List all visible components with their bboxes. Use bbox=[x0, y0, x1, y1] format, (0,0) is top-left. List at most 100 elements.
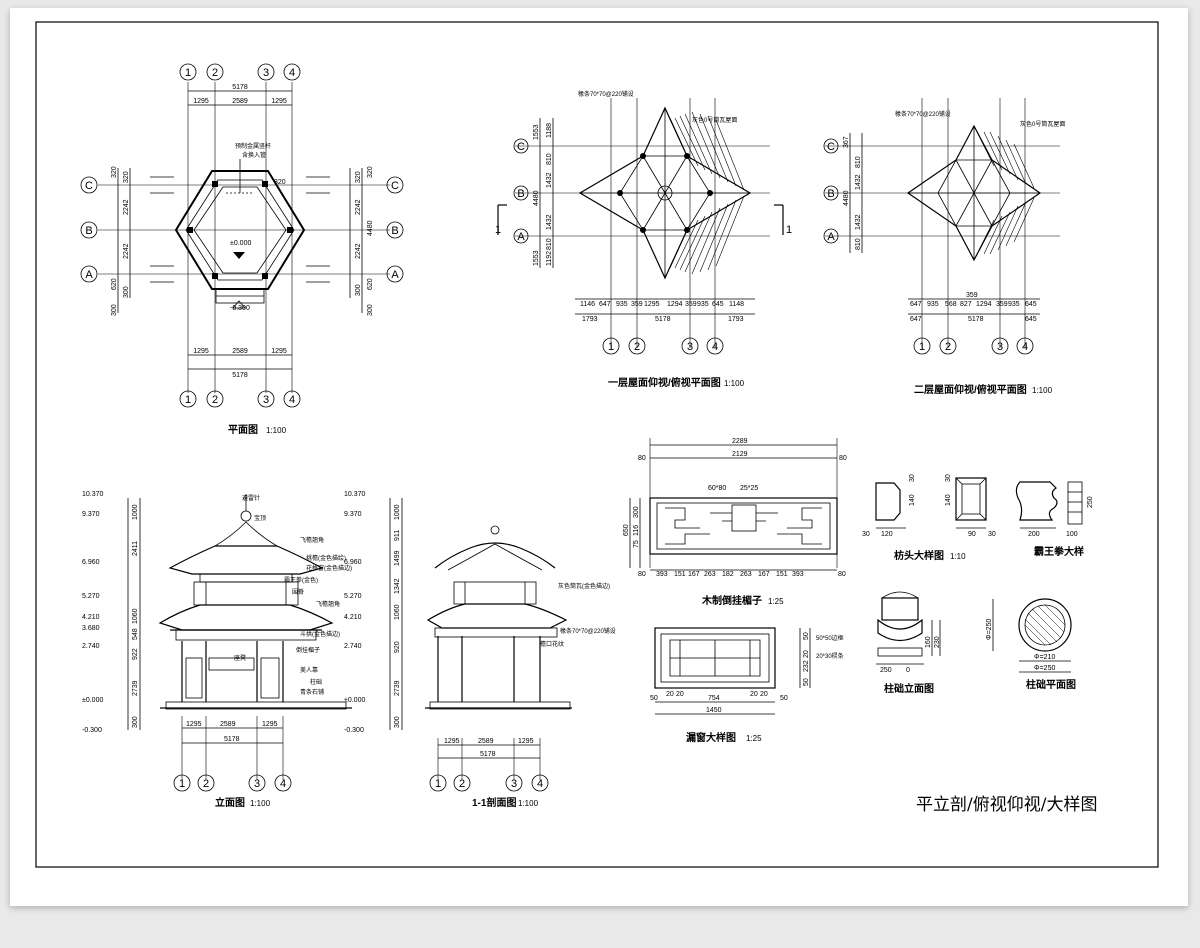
drawing-text: 230 bbox=[934, 636, 941, 648]
drawing-text: 75 bbox=[633, 540, 640, 548]
drawing-text: 飞檐翘角 bbox=[316, 600, 340, 608]
drawing-text: 1 bbox=[495, 224, 501, 236]
axis-2: 2 bbox=[212, 67, 218, 79]
drawing-text: 810 bbox=[546, 153, 553, 165]
drawing-text: 6.960 bbox=[344, 559, 362, 566]
drawing-text: 935 bbox=[697, 301, 709, 308]
drawing-text: 120 bbox=[881, 531, 893, 538]
drawing-text: 9.370 bbox=[344, 511, 362, 518]
sheet-title: 平立剖/俯视仰视/大样图 bbox=[916, 795, 1097, 815]
drawing-text: 4 bbox=[712, 341, 718, 353]
drawing-text: 30 bbox=[909, 474, 916, 482]
drawing-text: 飞檐翘角 bbox=[300, 536, 324, 544]
drawing-text: 50 bbox=[803, 632, 810, 640]
drawing-text: 810 bbox=[855, 238, 862, 250]
drawing-text: 80 bbox=[839, 455, 847, 462]
drawing-text: 1294 bbox=[667, 301, 683, 308]
drawing-text: 620 bbox=[367, 278, 374, 290]
axis-1: 1 bbox=[185, 67, 191, 79]
drawing-text: 椽条70*70@220铺设 bbox=[578, 90, 634, 98]
drawing-text: 4480 bbox=[843, 190, 850, 206]
drawing-text: -0.300 bbox=[82, 727, 102, 734]
section-labels: 1 2 3 4 10.370 9.370 6.960 5.270 4.210 2… bbox=[344, 491, 616, 790]
drawing-text: 椽条70*70@220铺设 bbox=[895, 110, 951, 118]
fangtou-title: 枋头大样图 bbox=[894, 549, 944, 562]
elevation-title: 立面图 bbox=[215, 796, 245, 809]
drawing-text: 548 bbox=[132, 628, 139, 640]
drawing-text: 359 bbox=[966, 292, 978, 299]
drawing-text: 2242 bbox=[123, 243, 130, 259]
axis-A: A bbox=[85, 269, 93, 281]
roof2-labels: C B A 1 2 3 4 椽条70*70@220铺设 灰色0号筒瓦屋面 359… bbox=[827, 110, 1065, 353]
drawing-text: 140 bbox=[909, 494, 916, 506]
drawing-text: 359 bbox=[631, 301, 643, 308]
drawing-text: 80 bbox=[638, 571, 646, 578]
drawing-text: C bbox=[517, 141, 525, 153]
axis-B: B bbox=[85, 225, 92, 237]
roof2-view bbox=[823, 98, 1060, 355]
drawing-text: 1:100 bbox=[724, 379, 745, 388]
drawing-text: 灰色0号筒瓦屋面 bbox=[1020, 120, 1065, 128]
drawing-text: 90 bbox=[968, 531, 976, 538]
drawing-text: 100 bbox=[1066, 531, 1078, 538]
drawing-text: 4 bbox=[1022, 341, 1028, 353]
drawing-text: 359 bbox=[996, 301, 1008, 308]
drawing-text: 50 bbox=[803, 678, 810, 686]
drawing-text: 1192 bbox=[546, 251, 553, 266]
drawing-text: 359 bbox=[685, 301, 697, 308]
drawing-text: 2 bbox=[634, 341, 640, 353]
drawing-text: 3.680 bbox=[82, 625, 100, 632]
drawing-text: 754 bbox=[708, 695, 720, 702]
cad-drawing: 1 2 3 4 1 2 3 4 C B A C B A 5178 1295 25… bbox=[35, 21, 1159, 868]
drawing-text: 151 bbox=[776, 571, 788, 578]
drawing-text: Φ=250 bbox=[1034, 665, 1055, 672]
column-base-elev-labels: 250 0 160 230 bbox=[880, 636, 941, 674]
drawing-text: 810 bbox=[546, 238, 553, 250]
drawing-text: B bbox=[517, 188, 524, 200]
window-title: 漏窗大样图 bbox=[686, 731, 736, 744]
drawing-text: 140 bbox=[945, 494, 952, 506]
drawing-text: 4.210 bbox=[344, 614, 362, 621]
drawing-text: 斗拱(金色描边) bbox=[300, 630, 340, 638]
drawing-text: ±0.000 bbox=[344, 697, 365, 704]
drawing-text: 2739 bbox=[394, 680, 401, 696]
drawing-text: 182 bbox=[722, 571, 734, 578]
drawing-text: 911 bbox=[394, 530, 401, 541]
drawing-text: 倒挂楣子 bbox=[296, 646, 320, 654]
drawing-text: 20 bbox=[750, 691, 758, 698]
drawing-text: 167 bbox=[758, 571, 770, 578]
window-detail bbox=[654, 627, 811, 715]
drawing-text: 1295 bbox=[271, 348, 287, 355]
drawing-text: 3 bbox=[263, 394, 269, 406]
drawing-text: 2 bbox=[459, 778, 465, 790]
plan-scale: 1:100 bbox=[266, 426, 287, 435]
drawing-text: 5.270 bbox=[344, 593, 362, 600]
drawing-text: 320 bbox=[355, 171, 362, 183]
drawing-text: 250 bbox=[880, 667, 892, 674]
drawing-text: 1450 bbox=[706, 707, 722, 714]
drawing-text: 30 bbox=[862, 531, 870, 538]
drawing-text: 0 bbox=[906, 667, 910, 674]
drawing-text: 20 bbox=[666, 691, 674, 698]
drawing-text: 645 bbox=[1025, 301, 1037, 308]
drawing-text: 2589 bbox=[220, 721, 236, 728]
column-base-elevation bbox=[876, 591, 941, 665]
section-title: 1-1剖面图 bbox=[472, 796, 516, 809]
drawing-text: 393 bbox=[792, 571, 804, 578]
drawing-text: 50 bbox=[650, 695, 658, 702]
drawing-text: 1295 bbox=[262, 721, 278, 728]
drawing-text: 1295 bbox=[518, 738, 534, 745]
drawing-text: 6.960 bbox=[82, 559, 100, 566]
drawing-text: 1553 bbox=[533, 250, 540, 266]
roof2-title: 二层屋面仰视/俯视平面图 bbox=[914, 383, 1027, 396]
drawing-text: 1 bbox=[919, 341, 925, 353]
drawing-text: 935 bbox=[927, 301, 939, 308]
drawing-text: 1000 bbox=[394, 504, 401, 520]
drawing-text: 1:100 bbox=[250, 799, 271, 808]
drawing-text: 2242 bbox=[355, 199, 362, 215]
drawing-text: 座凳 bbox=[234, 654, 246, 662]
drawing-text: 1432 bbox=[546, 214, 553, 230]
drawing-text: 2589 bbox=[232, 348, 248, 355]
drawing-text: 预制金属竖杆 bbox=[235, 142, 271, 150]
drawing-text: 810 bbox=[855, 156, 862, 168]
